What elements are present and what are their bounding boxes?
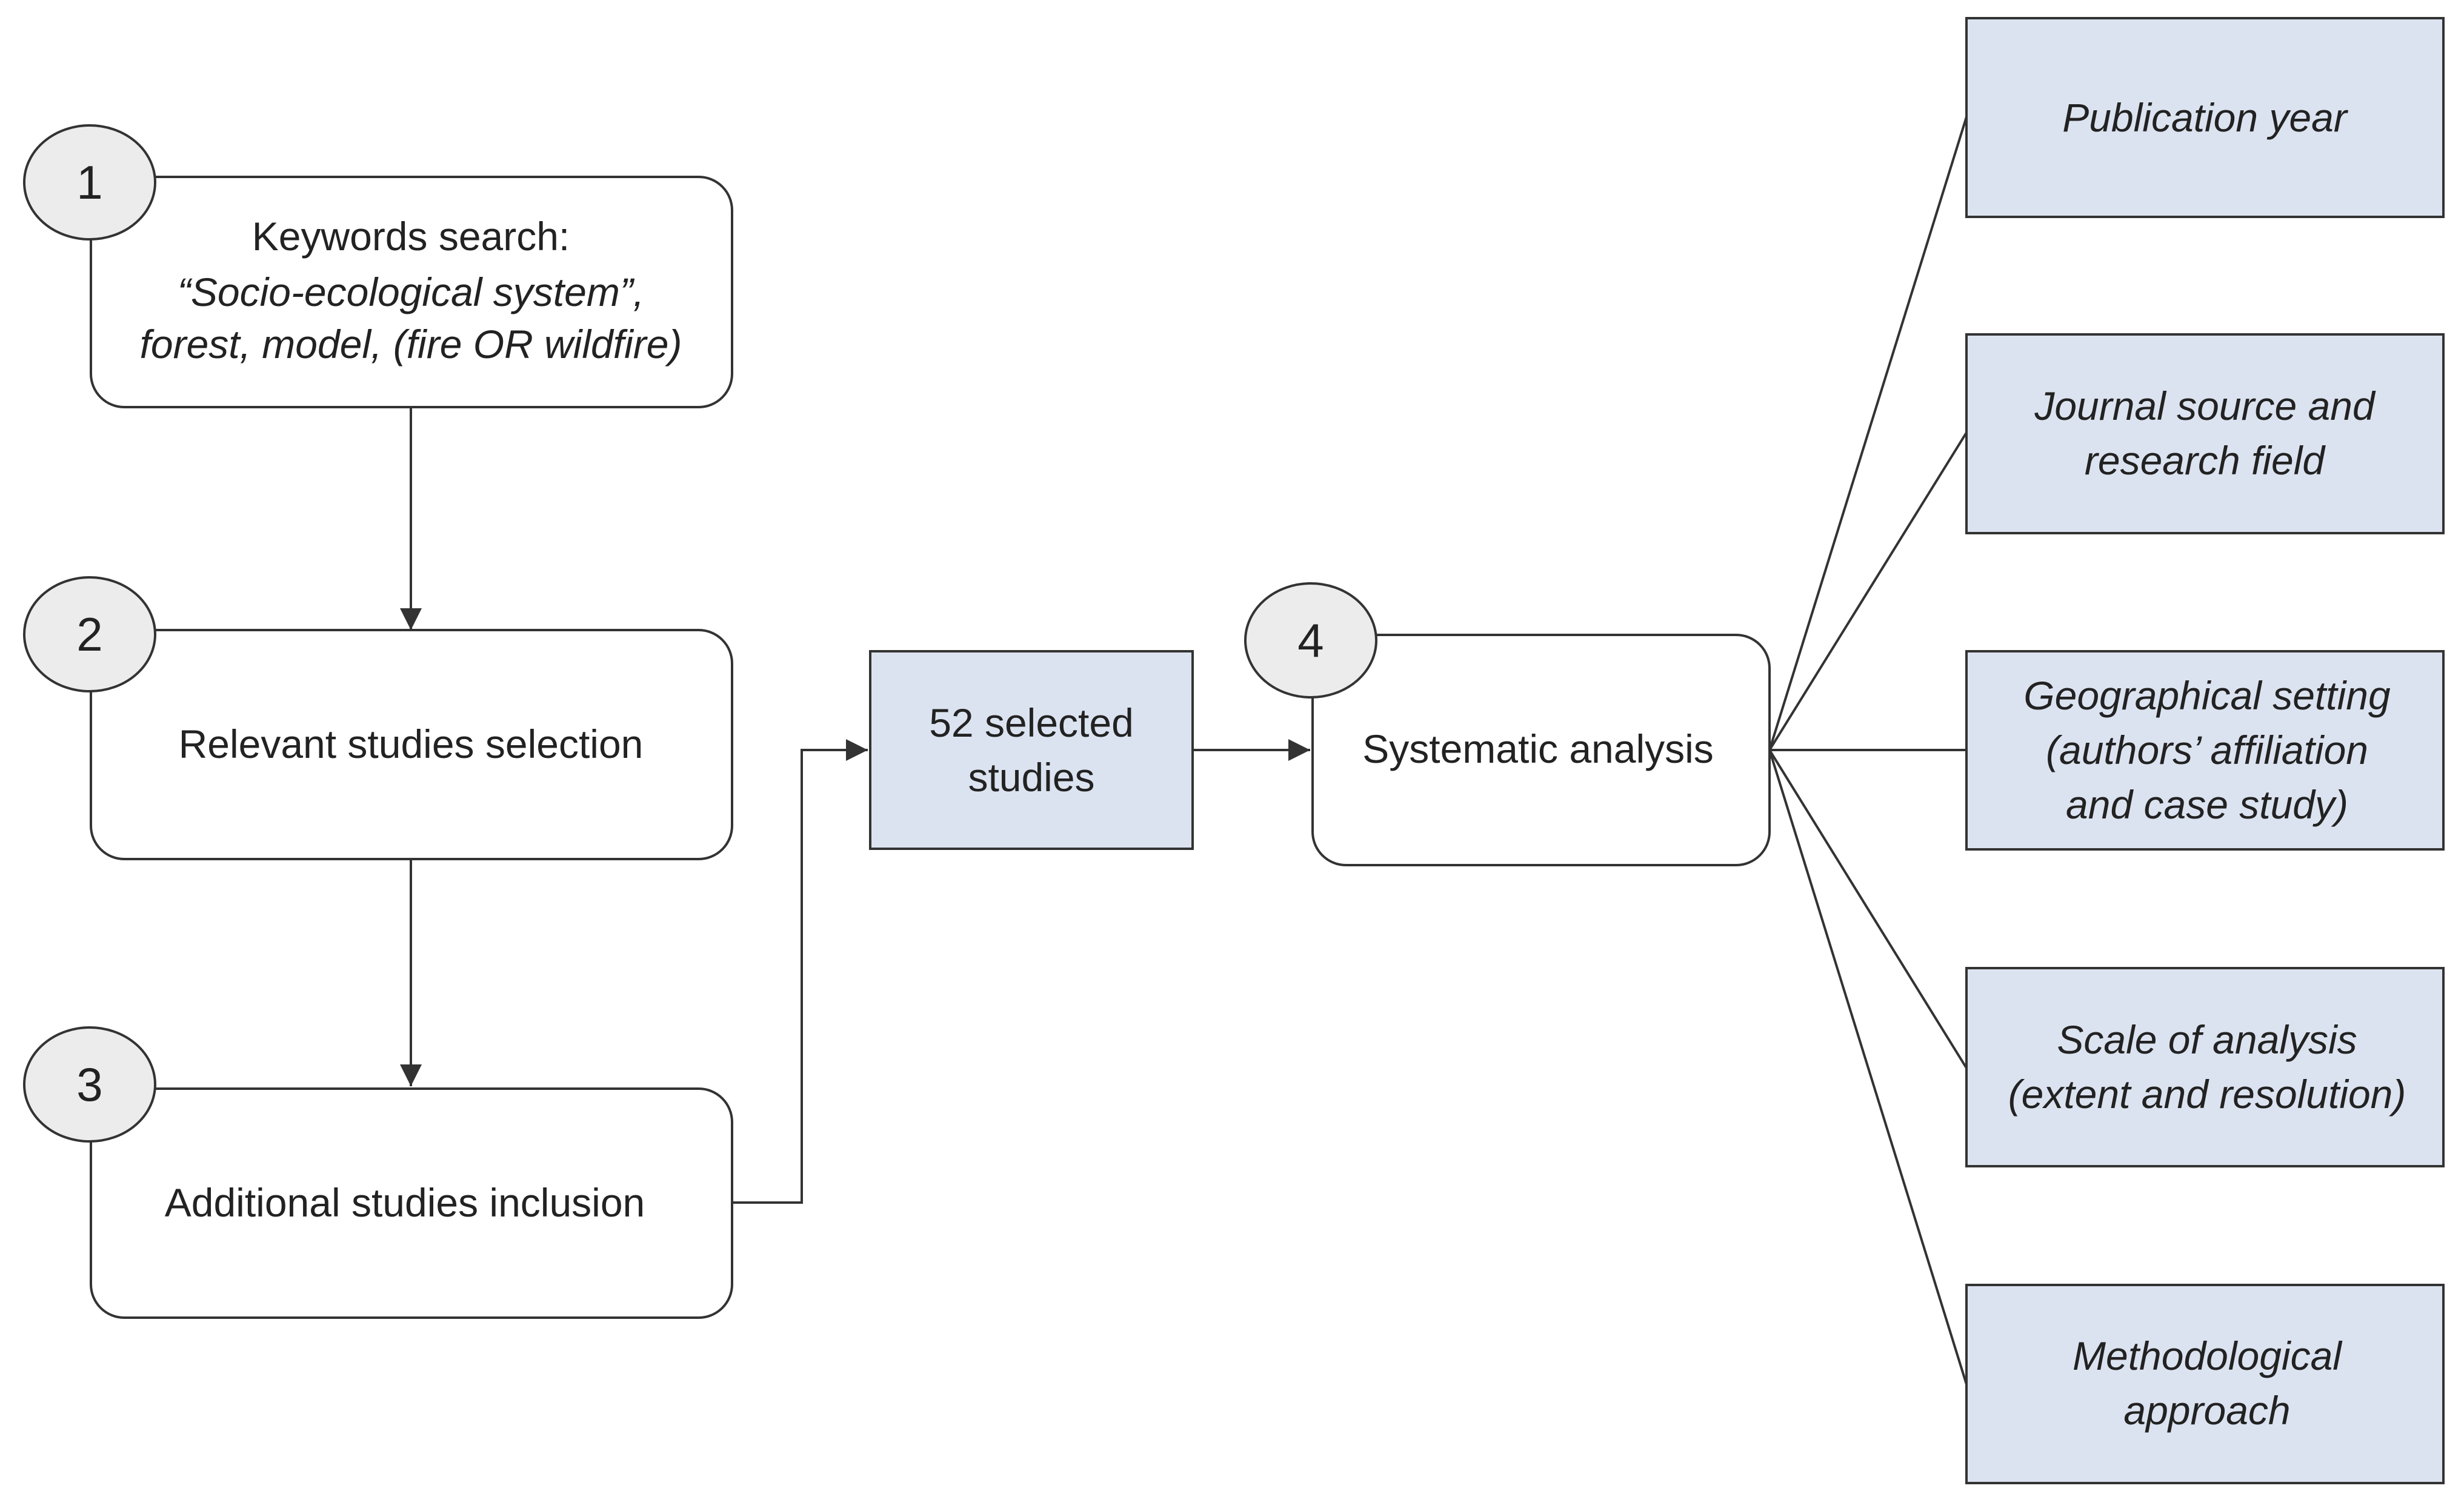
step-4: Systematic analysis 4 — [1244, 582, 1771, 866]
output-1: Publication year — [1965, 17, 2445, 218]
output-3-box — [1965, 650, 2445, 851]
step-4-number: 4 — [1297, 614, 1324, 667]
step-3: Additional studies inclusion 3 — [23, 1026, 733, 1319]
line-step4-to-output-4 — [1768, 749, 1968, 1069]
output-3: Geographical setting (authors’ affiliati… — [1965, 650, 2445, 851]
line-step4-to-output-1 — [1768, 116, 1968, 751]
selected-studies: 52 selected studies — [869, 650, 1194, 850]
step-3-box — [90, 1087, 733, 1319]
output-4-line2: (extent and resolution) — [2008, 1072, 2406, 1117]
output-4-box — [1965, 967, 2445, 1167]
step-3-badge — [23, 1026, 156, 1143]
step-1-badge — [23, 124, 156, 241]
output-5-line1: Methodological — [2073, 1333, 2343, 1378]
step-4-box — [1311, 634, 1771, 866]
connectors — [400, 116, 1968, 1385]
output-1-line1: Publication year — [2062, 95, 2349, 140]
output-5-line2: approach — [2123, 1388, 2290, 1433]
step-1: Keywords search: “Socio-ecological syste… — [23, 124, 733, 408]
output-4-line1: Scale of analysis — [2057, 1017, 2357, 1062]
step-2-badge — [23, 576, 156, 692]
line-step4-to-output-2 — [1768, 431, 1968, 751]
step-2-number: 2 — [76, 608, 102, 661]
output-1-box — [1965, 17, 2445, 218]
step-1-line1: Keywords search: — [252, 214, 570, 259]
step-2-label: Relevant studies selection — [179, 722, 644, 766]
step-1-box — [90, 176, 733, 408]
selected-studies-line1: 52 selected — [929, 700, 1134, 745]
step-2: Relevant studies selection 2 — [23, 576, 733, 860]
step-2-box — [90, 629, 733, 860]
selected-studies-line2: studies — [968, 755, 1094, 800]
output-5-box — [1965, 1284, 2445, 1484]
arrow-step3-to-selected — [732, 739, 868, 1204]
output-2-line2: research field — [2085, 438, 2326, 483]
step-4-badge — [1244, 582, 1377, 699]
output-4: Scale of analysis (extent and resolution… — [1965, 967, 2445, 1167]
output-5: Methodological approach — [1965, 1284, 2445, 1484]
selected-studies-box — [869, 650, 1194, 850]
output-3-line3: and case study) — [2066, 782, 2348, 827]
step-1-line2: “Socio-ecological system”, — [178, 270, 644, 314]
output-3-line1: Geographical setting — [2023, 673, 2391, 718]
output-2-line1: Journal source and — [2034, 383, 2376, 428]
step-3-number: 3 — [76, 1058, 102, 1111]
step-3-label: Additional studies inclusion — [165, 1180, 645, 1225]
step-4-label: Systematic analysis — [1362, 726, 1714, 771]
step-1-line3: forest, model, (fire OR wildfire) — [140, 322, 682, 367]
step-1-number: 1 — [76, 156, 102, 209]
output-3-line2: (authors’ affiliation — [2046, 728, 2368, 772]
output-2-box — [1965, 333, 2445, 534]
output-2: Journal source and research field — [1965, 333, 2445, 534]
line-step4-to-output-5 — [1768, 749, 1968, 1385]
